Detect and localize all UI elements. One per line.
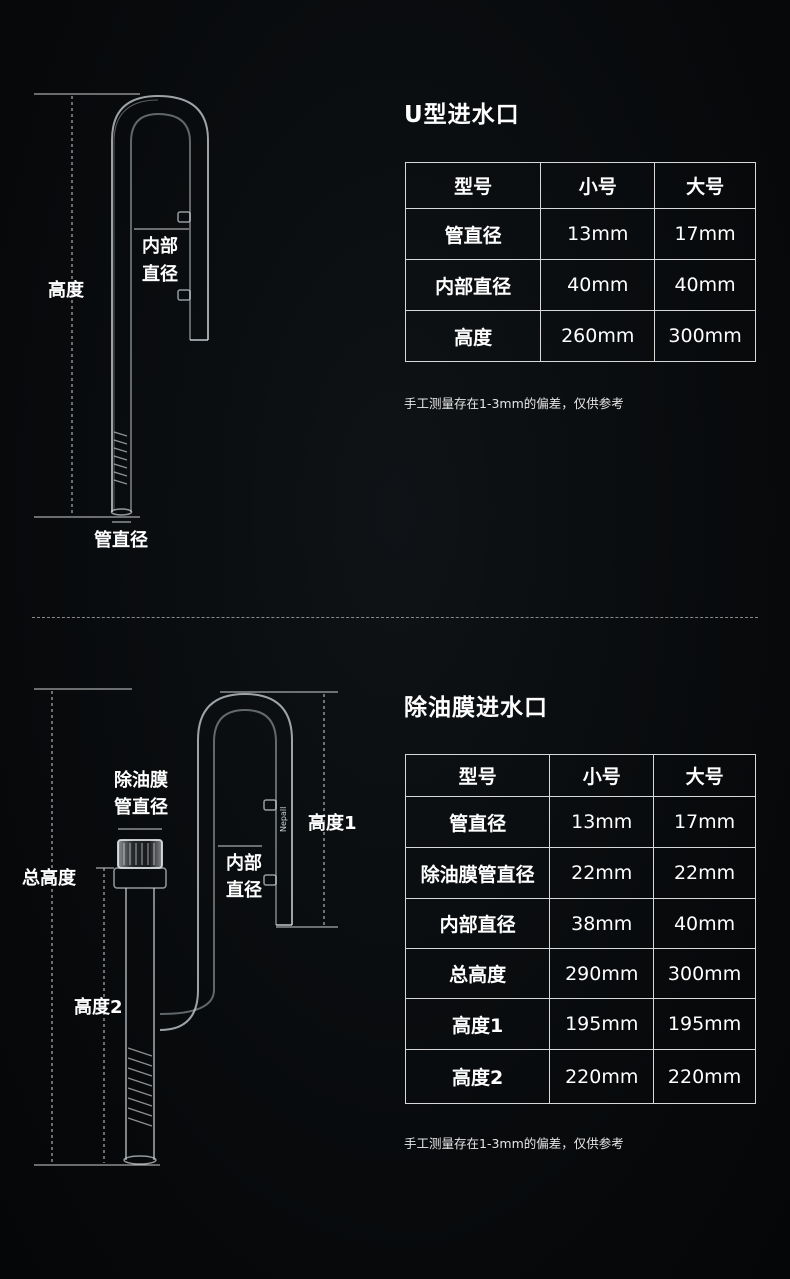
table-header-row: 型号 小号 大号 xyxy=(404,162,756,209)
table-row: 管直径 13mm 17mm xyxy=(404,208,756,260)
table-header-cell: 大号 xyxy=(653,754,756,797)
total-height-label: 总高度 xyxy=(22,868,76,889)
section1-note: 手工测量存在1-3mm的偏差，仅供参考 xyxy=(404,396,624,411)
table-cell: 220mm xyxy=(549,1049,655,1104)
section2-note: 手工测量存在1-3mm的偏差，仅供参考 xyxy=(404,1136,624,1151)
table-row: 管直径 13mm 17mm xyxy=(404,796,756,848)
table-cell: 40mm xyxy=(540,259,656,311)
table-row: 内部直径 38mm 40mm xyxy=(404,898,756,949)
inner-diameter-label-line2: 直径 xyxy=(226,880,262,901)
table-cell: 38mm xyxy=(549,898,655,949)
table-header-cell: 小号 xyxy=(549,754,655,797)
table-row-label: 管直径 xyxy=(404,208,542,260)
skimmer-inflow-pipe xyxy=(113,692,293,1165)
skimmer-diameter-label-line2: 管直径 xyxy=(114,797,168,818)
table-row-label: 内部直径 xyxy=(404,259,542,311)
table-cell: 17mm xyxy=(653,796,756,848)
table-cell: 300mm xyxy=(654,310,756,362)
table-row: 除油膜管直径 22mm 22mm xyxy=(404,847,756,899)
table-cell: 40mm xyxy=(654,259,756,311)
table-row-label: 内部直径 xyxy=(404,898,551,949)
table-row-label: 管直径 xyxy=(404,796,551,848)
table-cell: 300mm xyxy=(653,948,756,999)
inner-diameter-label-line2: 直径 xyxy=(142,264,178,285)
section2-title: 除油膜进水口 xyxy=(404,695,548,721)
table-cell: 13mm xyxy=(549,796,655,848)
table-row: 总高度 290mm 300mm xyxy=(404,948,756,999)
table-row: 高度2 220mm 220mm xyxy=(404,1049,756,1104)
section1-title: U型进水口 xyxy=(404,102,520,128)
table-row-label: 高度1 xyxy=(404,998,551,1050)
section1-spec-table: 型号 小号 大号 管直径 13mm 17mm 内部直径 40mm 40mm 高度… xyxy=(404,162,756,362)
table-row: 内部直径 40mm 40mm xyxy=(404,259,756,311)
u-inflow-pipe xyxy=(110,94,209,516)
table-header-cell: 型号 xyxy=(404,162,542,209)
table-header-row: 型号 小号 大号 xyxy=(404,754,756,797)
height2-label: 高度2 xyxy=(74,997,123,1018)
skimmer-diameter-label-line1: 除油膜 xyxy=(114,770,168,791)
skimmer-dimension-lines xyxy=(34,688,338,1166)
section-divider xyxy=(32,617,758,618)
pipe-diameter-label: 管直径 xyxy=(94,530,148,551)
table-cell: 22mm xyxy=(549,847,655,899)
table-cell: 17mm xyxy=(654,208,756,260)
table-row-label: 高度 xyxy=(404,310,542,362)
inner-diameter-label-line1: 内部 xyxy=(142,236,178,257)
height-label: 高度 xyxy=(48,280,84,301)
table-cell: 220mm xyxy=(653,1049,756,1104)
table-row: 高度1 195mm 195mm xyxy=(404,998,756,1050)
table-row-label: 除油膜管直径 xyxy=(404,847,551,899)
table-cell: 13mm xyxy=(540,208,656,260)
table-row: 高度 260mm 300mm xyxy=(404,310,756,362)
table-cell: 40mm xyxy=(653,898,756,949)
table-header-cell: 型号 xyxy=(404,754,551,797)
table-row-label: 总高度 xyxy=(404,948,551,999)
brand-mark: Nepall xyxy=(279,806,288,832)
height1-label: 高度1 xyxy=(308,813,357,834)
table-header-cell: 大号 xyxy=(654,162,756,209)
table-cell: 195mm xyxy=(549,998,655,1050)
table-cell: 195mm xyxy=(653,998,756,1050)
table-cell: 290mm xyxy=(549,948,655,999)
table-cell: 260mm xyxy=(540,310,656,362)
section2-spec-table: 型号 小号 大号 管直径 13mm 17mm 除油膜管直径 22mm 22mm … xyxy=(404,754,756,1104)
table-row-label: 高度2 xyxy=(404,1049,551,1104)
table-cell: 22mm xyxy=(653,847,756,899)
u-pipe-dimension-lines xyxy=(34,93,189,523)
inner-diameter-label-line1: 内部 xyxy=(226,853,262,874)
table-header-cell: 小号 xyxy=(540,162,656,209)
